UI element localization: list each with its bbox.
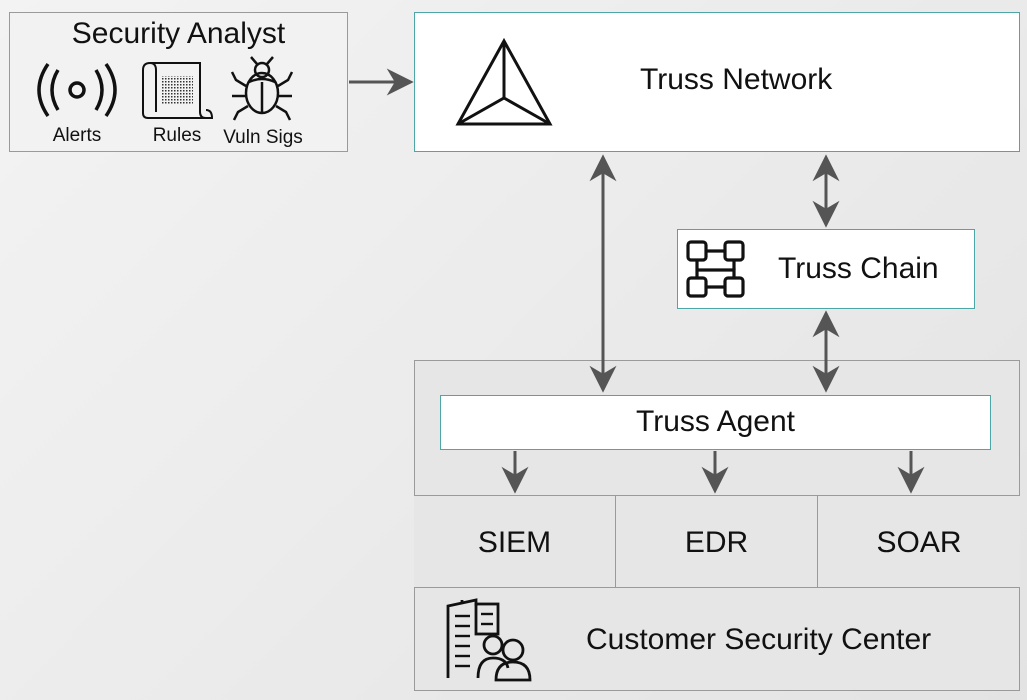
truss-agent-box: Truss Agent	[440, 395, 991, 450]
vuln-sigs-label: Vuln Sigs	[223, 127, 303, 148]
tool-cell-edr: EDR	[616, 495, 818, 588]
truss-network-box: Truss Network	[414, 12, 1020, 152]
tool-label-siem: SIEM	[477, 526, 552, 559]
tool-cell-soar: SOAR	[818, 495, 1020, 588]
rules-label: Rules	[152, 125, 202, 146]
truss-agent-label: Truss Agent	[636, 405, 795, 438]
tool-label-edr: EDR	[684, 526, 749, 559]
security-analyst-title: Security Analyst	[71, 17, 286, 50]
tool-label-soar: SOAR	[876, 526, 962, 559]
security-analyst-box: Security Analyst Alerts Rules Vuln Sigs	[9, 12, 348, 152]
truss-chain-label: Truss Chain	[778, 252, 939, 285]
truss-network-label: Truss Network	[640, 63, 833, 96]
tool-cell-siem: SIEM	[414, 495, 616, 588]
truss-chain-box: Truss Chain	[677, 229, 975, 309]
customer-security-center-label: Customer Security Center	[586, 623, 932, 656]
alerts-label: Alerts	[52, 125, 102, 146]
